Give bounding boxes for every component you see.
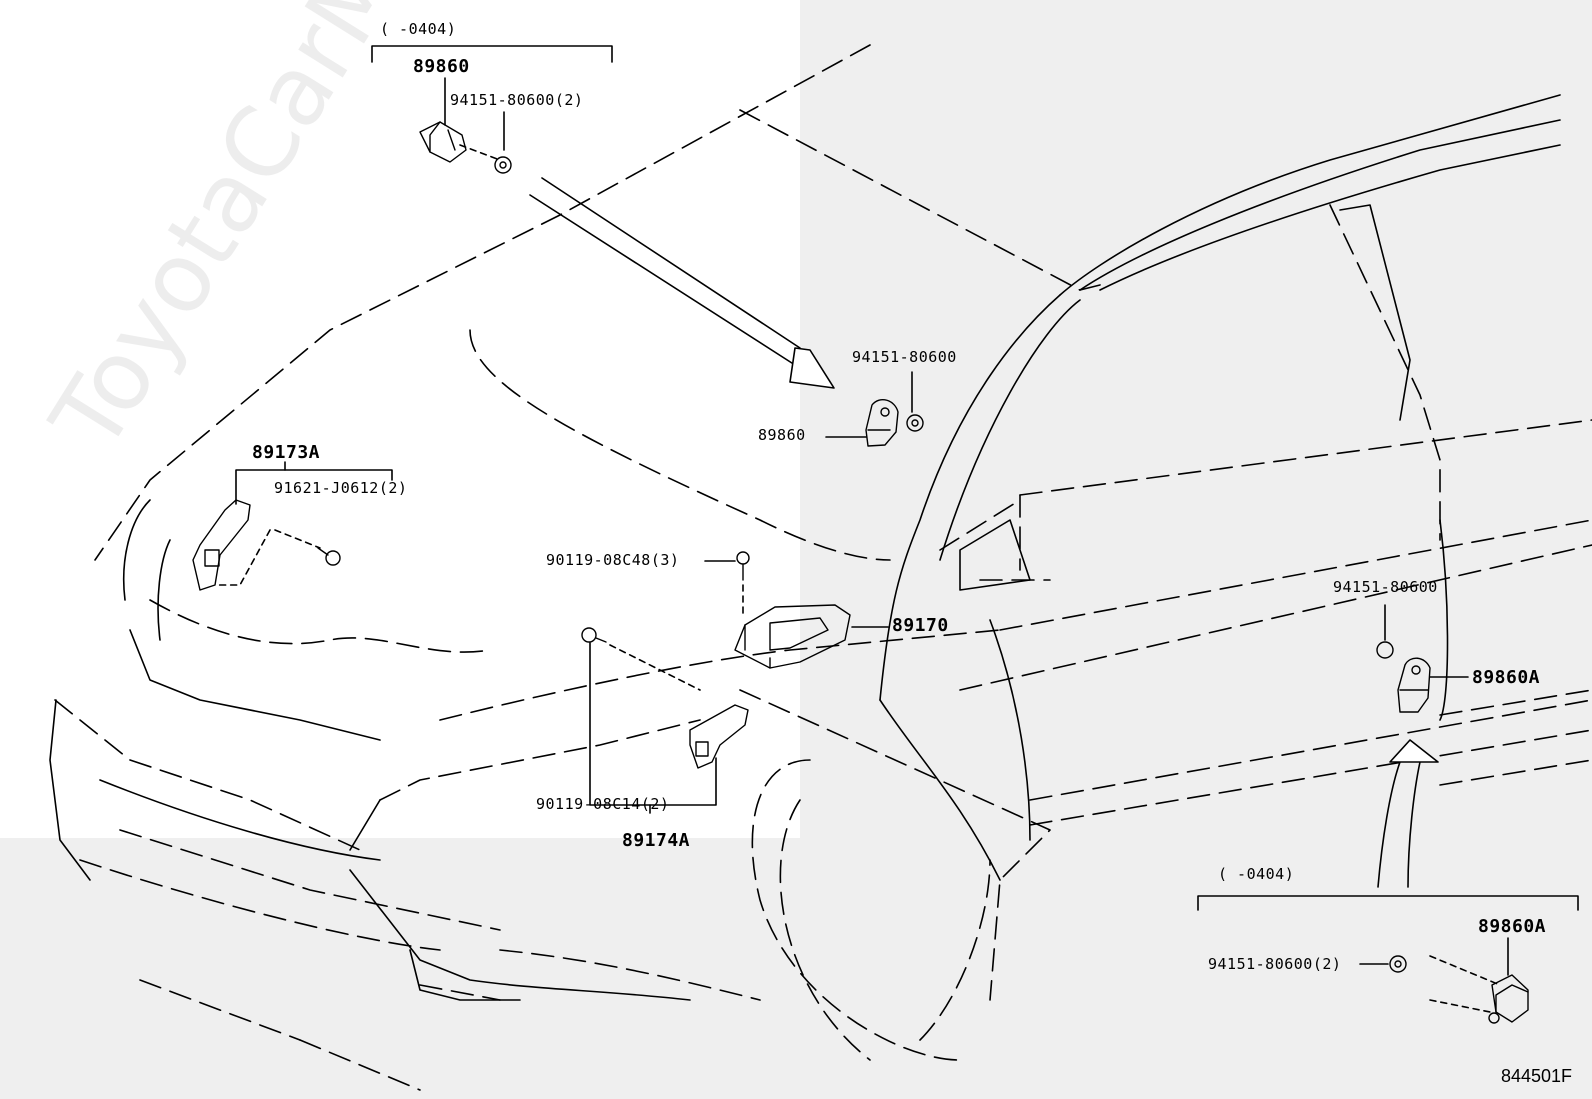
airbag-sensor-mid <box>865 398 899 447</box>
label-bottom-sensor-part: 89860A <box>1478 916 1547 937</box>
label-side-nut-part: 94151-80600 <box>1333 578 1438 596</box>
nut-side <box>1376 641 1394 659</box>
dash-left-bracket <box>214 529 271 586</box>
label-bracket-left-part: 89173A <box>252 442 321 463</box>
label-bottom-range: ( -0404) <box>1218 865 1295 883</box>
label-bottom-nut-part: 94151-80600(2) <box>1208 955 1342 973</box>
background-shade-bottom <box>0 838 800 1099</box>
direction-arrow-bottom <box>1377 739 1439 888</box>
front-bracket-left <box>192 499 251 591</box>
front-bracket-right <box>689 704 749 769</box>
label-mid-sensor-part: 89860 <box>758 426 806 444</box>
bottom-range-bracket <box>1197 895 1579 911</box>
nut-mid <box>906 414 924 432</box>
nut-bottom <box>1389 955 1407 973</box>
bolt-lower <box>581 627 607 643</box>
nut-top <box>494 156 512 174</box>
background-shade-right <box>800 0 1592 1099</box>
label-mid-nut-part: 94151-80600 <box>852 348 957 366</box>
label-bolt-ecu-part: 90119-08C48(3) <box>546 551 680 569</box>
dash-bottom-2 <box>1429 999 1491 1013</box>
airbag-sensor-bottom <box>1488 974 1529 1024</box>
airbag-ecu <box>734 604 851 669</box>
top-dash <box>459 144 501 161</box>
label-bracket-right-part: 89174A <box>622 830 691 851</box>
top-range-bracket <box>371 45 613 63</box>
label-top-range: ( -0404) <box>380 20 457 38</box>
hood-outline <box>54 44 1592 1091</box>
dash-lower-bolt <box>609 644 701 691</box>
label-bolt-lower-part: 90119-08C14(2) <box>536 795 670 813</box>
leader-lower-frame <box>589 642 717 806</box>
airbag-sensor-side <box>1397 657 1431 713</box>
label-top-nut-part: 94151-80600(2) <box>450 91 584 109</box>
dash-bottom-1 <box>1429 955 1501 986</box>
label-top-sensor-part: 89860 <box>413 56 470 77</box>
cabin-outline <box>49 94 1561 1001</box>
airbag-sensor-top <box>419 121 467 163</box>
dash-left-bolt <box>274 529 321 549</box>
label-side-sensor-part: 89860A <box>1472 667 1541 688</box>
bolt-ecu <box>736 551 750 581</box>
bracket-left-frame <box>235 469 393 505</box>
label-bolt-left-part: 91621-J0612(2) <box>274 479 408 497</box>
label-ecu-part: 89170 <box>892 615 949 636</box>
diagram-reference-number: 844501F <box>1500 1066 1572 1086</box>
bolt-left <box>317 547 341 566</box>
direction-arrow-top <box>529 177 835 389</box>
